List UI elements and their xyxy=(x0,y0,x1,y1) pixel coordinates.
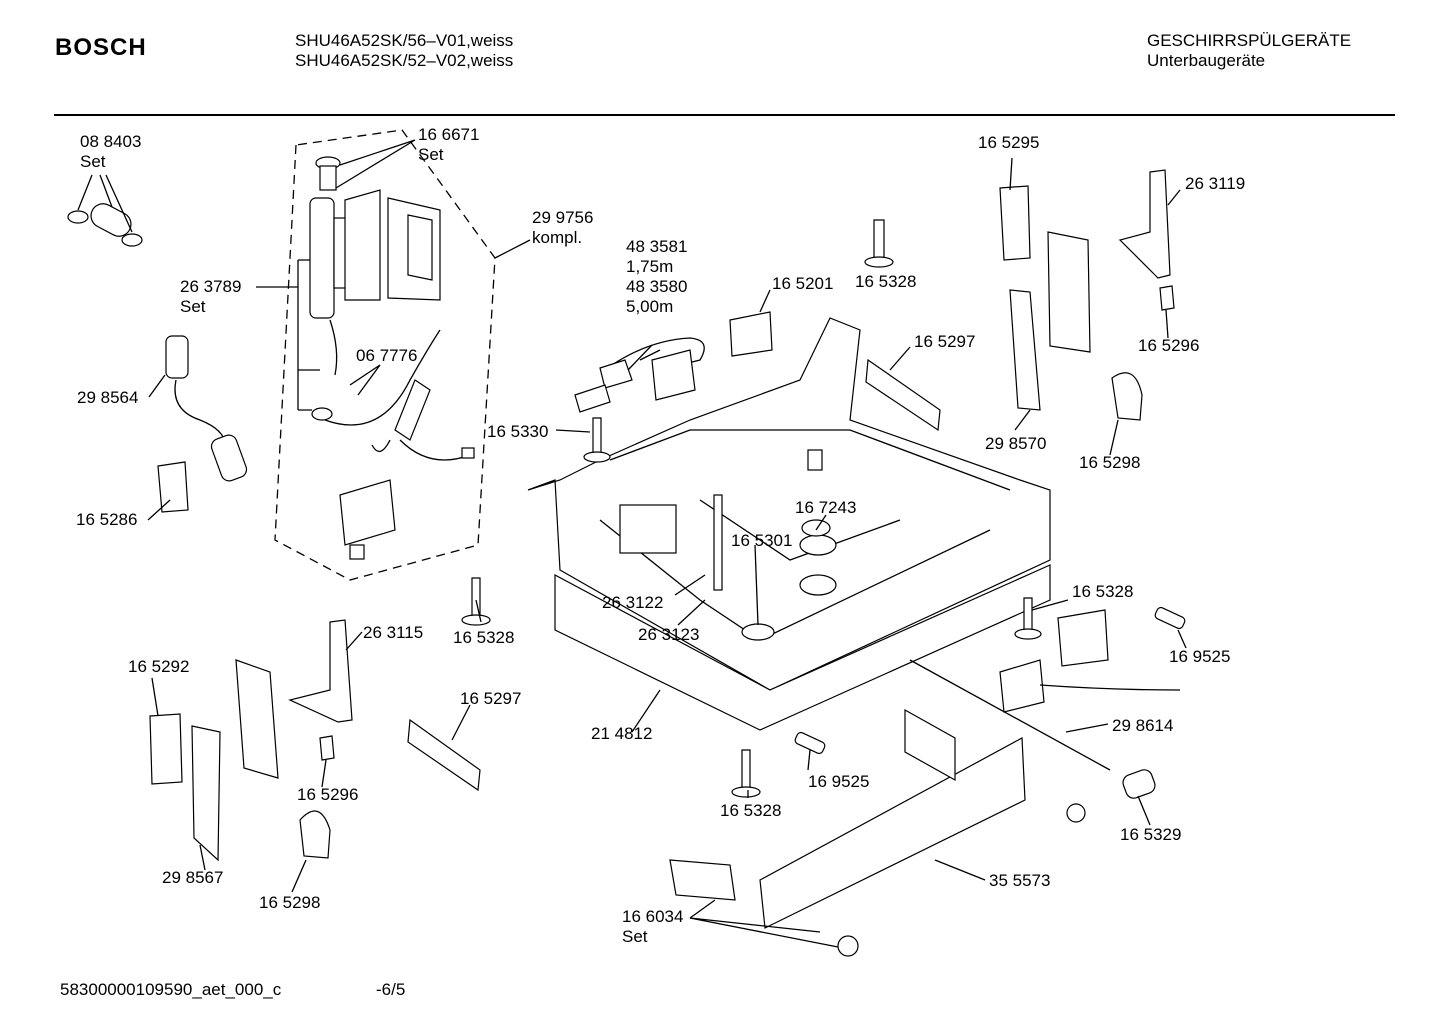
screw-drawings xyxy=(461,219,1186,798)
base-tub-drawing xyxy=(527,317,1051,731)
inlet-valve-drawing xyxy=(309,156,475,560)
label-29-8564: 29 8564 xyxy=(77,388,138,407)
label-29-8614: 29 8614 xyxy=(1112,716,1173,735)
label-29-8567: 29 8567 xyxy=(162,868,223,887)
part-drawings xyxy=(67,129,1187,957)
label-16-5301: 16 5301 xyxy=(731,531,792,550)
page-number: -6/5 xyxy=(376,980,406,999)
label-16-5329: 16 5329 xyxy=(1120,825,1181,844)
label-16-5297-bottom: 16 5297 xyxy=(460,689,521,708)
document-id: 58300000109590_aet_000_c xyxy=(60,980,282,999)
label-16-5295: 16 5295 xyxy=(978,133,1039,152)
leader-lines xyxy=(77,139,1187,948)
model-line-1: SHU46A52SK/56–V01,weiss xyxy=(295,31,514,50)
category-line-2: Unterbaugeräte xyxy=(1147,51,1266,70)
front-panel-drawing xyxy=(669,708,1086,957)
label-16-5328-bottom: 16 5328 xyxy=(720,801,781,820)
label-16-7243: 16 7243 xyxy=(795,498,856,517)
brand-logo: BOSCH xyxy=(55,34,147,61)
header-divider xyxy=(54,114,1395,116)
label-16-5296-top: 16 5296 xyxy=(1138,336,1199,355)
label-26-3123: 26 3123 xyxy=(638,625,699,644)
model-line-2: SHU46A52SK/52–V02,weiss xyxy=(295,51,514,70)
left-bracket-drawing xyxy=(149,619,481,862)
label-16-5328-left: 16 5328 xyxy=(453,628,514,647)
label-16-5297-top: 16 5297 xyxy=(914,332,975,351)
label-16-5298-top: 16 5298 xyxy=(1079,453,1140,472)
label-16-9525-middle: 16 9525 xyxy=(808,772,869,791)
cable-drawing xyxy=(574,311,773,413)
label-16-5292: 16 5292 xyxy=(128,657,189,676)
label-26-3115: 26 3115 xyxy=(363,623,423,642)
label-29-8570: 29 8570 xyxy=(985,434,1046,453)
right-bracket-drawing xyxy=(865,169,1175,432)
label-26-3119: 26 3119 xyxy=(1185,174,1245,193)
assembly-outline xyxy=(274,129,496,581)
label-16-5298-bottom: 16 5298 xyxy=(259,893,320,912)
label-16-5330: 16 5330 xyxy=(487,422,548,441)
model-numbers: SHU46A52SK/56–V01,weiss SHU46A52SK/52–V0… xyxy=(295,31,513,71)
label-16-9525-right: 16 9525 xyxy=(1169,647,1230,666)
label-06-7776: 06 7776 xyxy=(356,346,417,365)
label-16-5286: 16 5286 xyxy=(76,510,137,529)
product-category: GESCHIRRSPÜLGERÄTE Unterbaugeräte xyxy=(1147,31,1351,71)
category-line-1: GESCHIRRSPÜLGERÄTE xyxy=(1147,31,1352,50)
label-35-5573: 35 5573 xyxy=(989,871,1050,890)
label-16-5328-top: 16 5328 xyxy=(855,272,916,291)
label-21-4812: 21 4812 xyxy=(591,724,652,743)
label-16-5296-bottom: 16 5296 xyxy=(297,785,358,804)
label-16-5201: 16 5201 xyxy=(772,274,833,293)
hose-drawing xyxy=(165,335,248,482)
seal-drawing xyxy=(801,519,831,537)
harness-drawing xyxy=(909,609,1181,799)
hose-set-drawing xyxy=(67,203,143,247)
clip-drawing xyxy=(157,461,189,513)
label-26-3122: 26 3122 xyxy=(602,593,663,612)
label-16-5328-right: 16 5328 xyxy=(1072,582,1133,601)
